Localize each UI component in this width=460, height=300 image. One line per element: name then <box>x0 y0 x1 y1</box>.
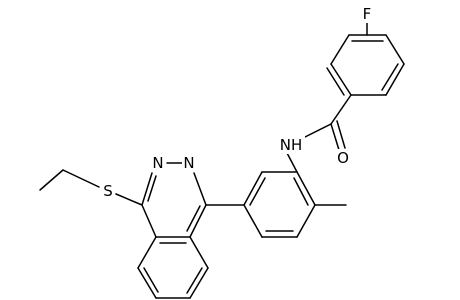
amide-nitrogen-atom: NH <box>277 136 305 154</box>
bond-ring-a1-double <box>249 177 266 206</box>
bond-ring-a4 <box>296 204 316 238</box>
bond-c4-c4a-double <box>186 205 201 232</box>
bond-c4-c4a <box>189 204 207 238</box>
bond-c1-n2 <box>141 172 153 206</box>
carbonyl-oxygen-label: O <box>337 149 349 167</box>
bond-c5-c6-double <box>186 267 203 294</box>
sulfur-label: S <box>103 182 113 200</box>
carbonyl-oxygen-atom: O <box>335 149 351 167</box>
bond-c7-c8 <box>137 267 157 299</box>
bond-ring-b5 <box>385 63 405 96</box>
bond-c8a-c1 <box>141 204 157 238</box>
fluorine-label: F <box>363 5 372 23</box>
bond-ring-a3 <box>296 171 316 206</box>
bond-ring-a1 <box>243 171 263 206</box>
fluorine-atom: F <box>360 5 374 23</box>
bond-carbonyl-o-double <box>336 120 346 149</box>
bond-ring-nh <box>285 150 298 173</box>
bond-ring-b4 <box>385 34 405 65</box>
bond-s-c1 <box>115 193 143 206</box>
ring-nitrogen-2-atom: N <box>182 154 196 172</box>
bond-c5-c6 <box>189 267 209 299</box>
bond-c1-n2-double <box>147 175 157 202</box>
bond-ring-b2 <box>330 34 350 65</box>
bond-ch3-ch2 <box>39 169 64 191</box>
bond-ring-b5-double <box>381 63 399 91</box>
ring-nitrogen-2-label: N <box>183 154 194 172</box>
bond-c7-c8-double <box>143 267 159 293</box>
amide-nh-label: NH <box>280 136 303 154</box>
atom-label-layer: F NH O N N S <box>101 5 374 200</box>
bond-c4a-c5 <box>189 236 209 269</box>
bond-carbonyl-ring <box>330 94 352 125</box>
bond-carbonyl-o <box>330 123 340 151</box>
bond-ring-a6 <box>243 204 263 238</box>
bond-n3-c4 <box>193 172 207 206</box>
bond-c8-c8a <box>137 236 157 269</box>
bond-ch2-s <box>62 169 100 188</box>
ring-nitrogen-1-label: N <box>152 154 163 172</box>
sulfur-atom: S <box>101 182 115 200</box>
bond-ring-b1 <box>330 63 352 96</box>
bond-ring-a3-double <box>293 177 309 206</box>
ring-nitrogen-1-atom: N <box>151 154 165 172</box>
bond-nh-carbonyl <box>304 123 332 138</box>
bond-layer <box>39 21 405 299</box>
bond-ring-b1-double <box>326 67 345 96</box>
